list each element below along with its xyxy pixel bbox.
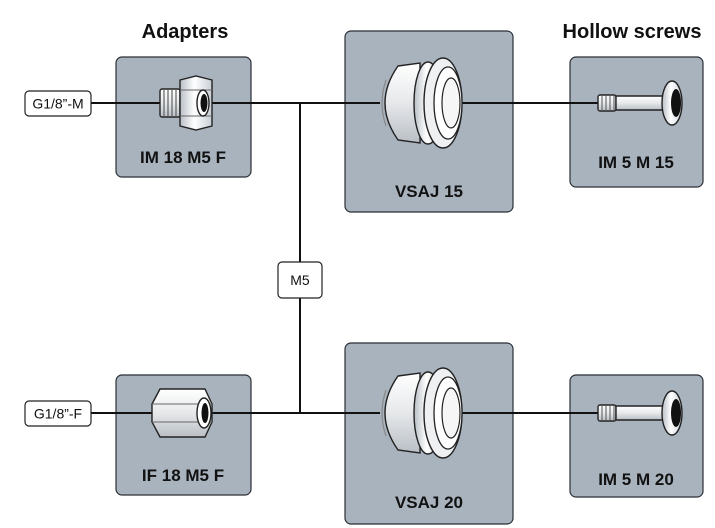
cup-bottom-label: VSAJ 20 [395, 493, 463, 512]
tag-junction-thread: M5 [277, 261, 323, 299]
tag-female-thread-label: G1/8”-F [34, 406, 82, 422]
adapter-bottom-label: IF 18 M5 F [142, 466, 224, 485]
suction-cup-icon [381, 57, 463, 149]
tag-female-thread: G1/8”-F [24, 400, 92, 427]
hollow-screw-icon [597, 80, 683, 126]
hollow-screw-icon [597, 390, 683, 436]
hollow-screws-header: Hollow screws [563, 21, 702, 43]
screw-bottom-label: IM 5 M 20 [598, 470, 674, 489]
screw-top-label: IM 5 M 15 [598, 153, 674, 172]
adapters-header: Adapters [142, 21, 229, 43]
tag-junction-thread-label: M5 [290, 272, 310, 288]
tag-male-thread-label: G1/8”-M [32, 96, 83, 112]
connection-lines [91, 102, 598, 414]
cup-top-label: VSAJ 15 [395, 182, 463, 201]
suction-cup-icon [381, 367, 463, 459]
hex-adapter-male-icon [159, 75, 213, 131]
hex-adapter-female-icon [151, 388, 213, 438]
tag-male-thread: G1/8”-M [24, 90, 92, 117]
adapter-top-label: IM 18 M5 F [140, 148, 226, 167]
